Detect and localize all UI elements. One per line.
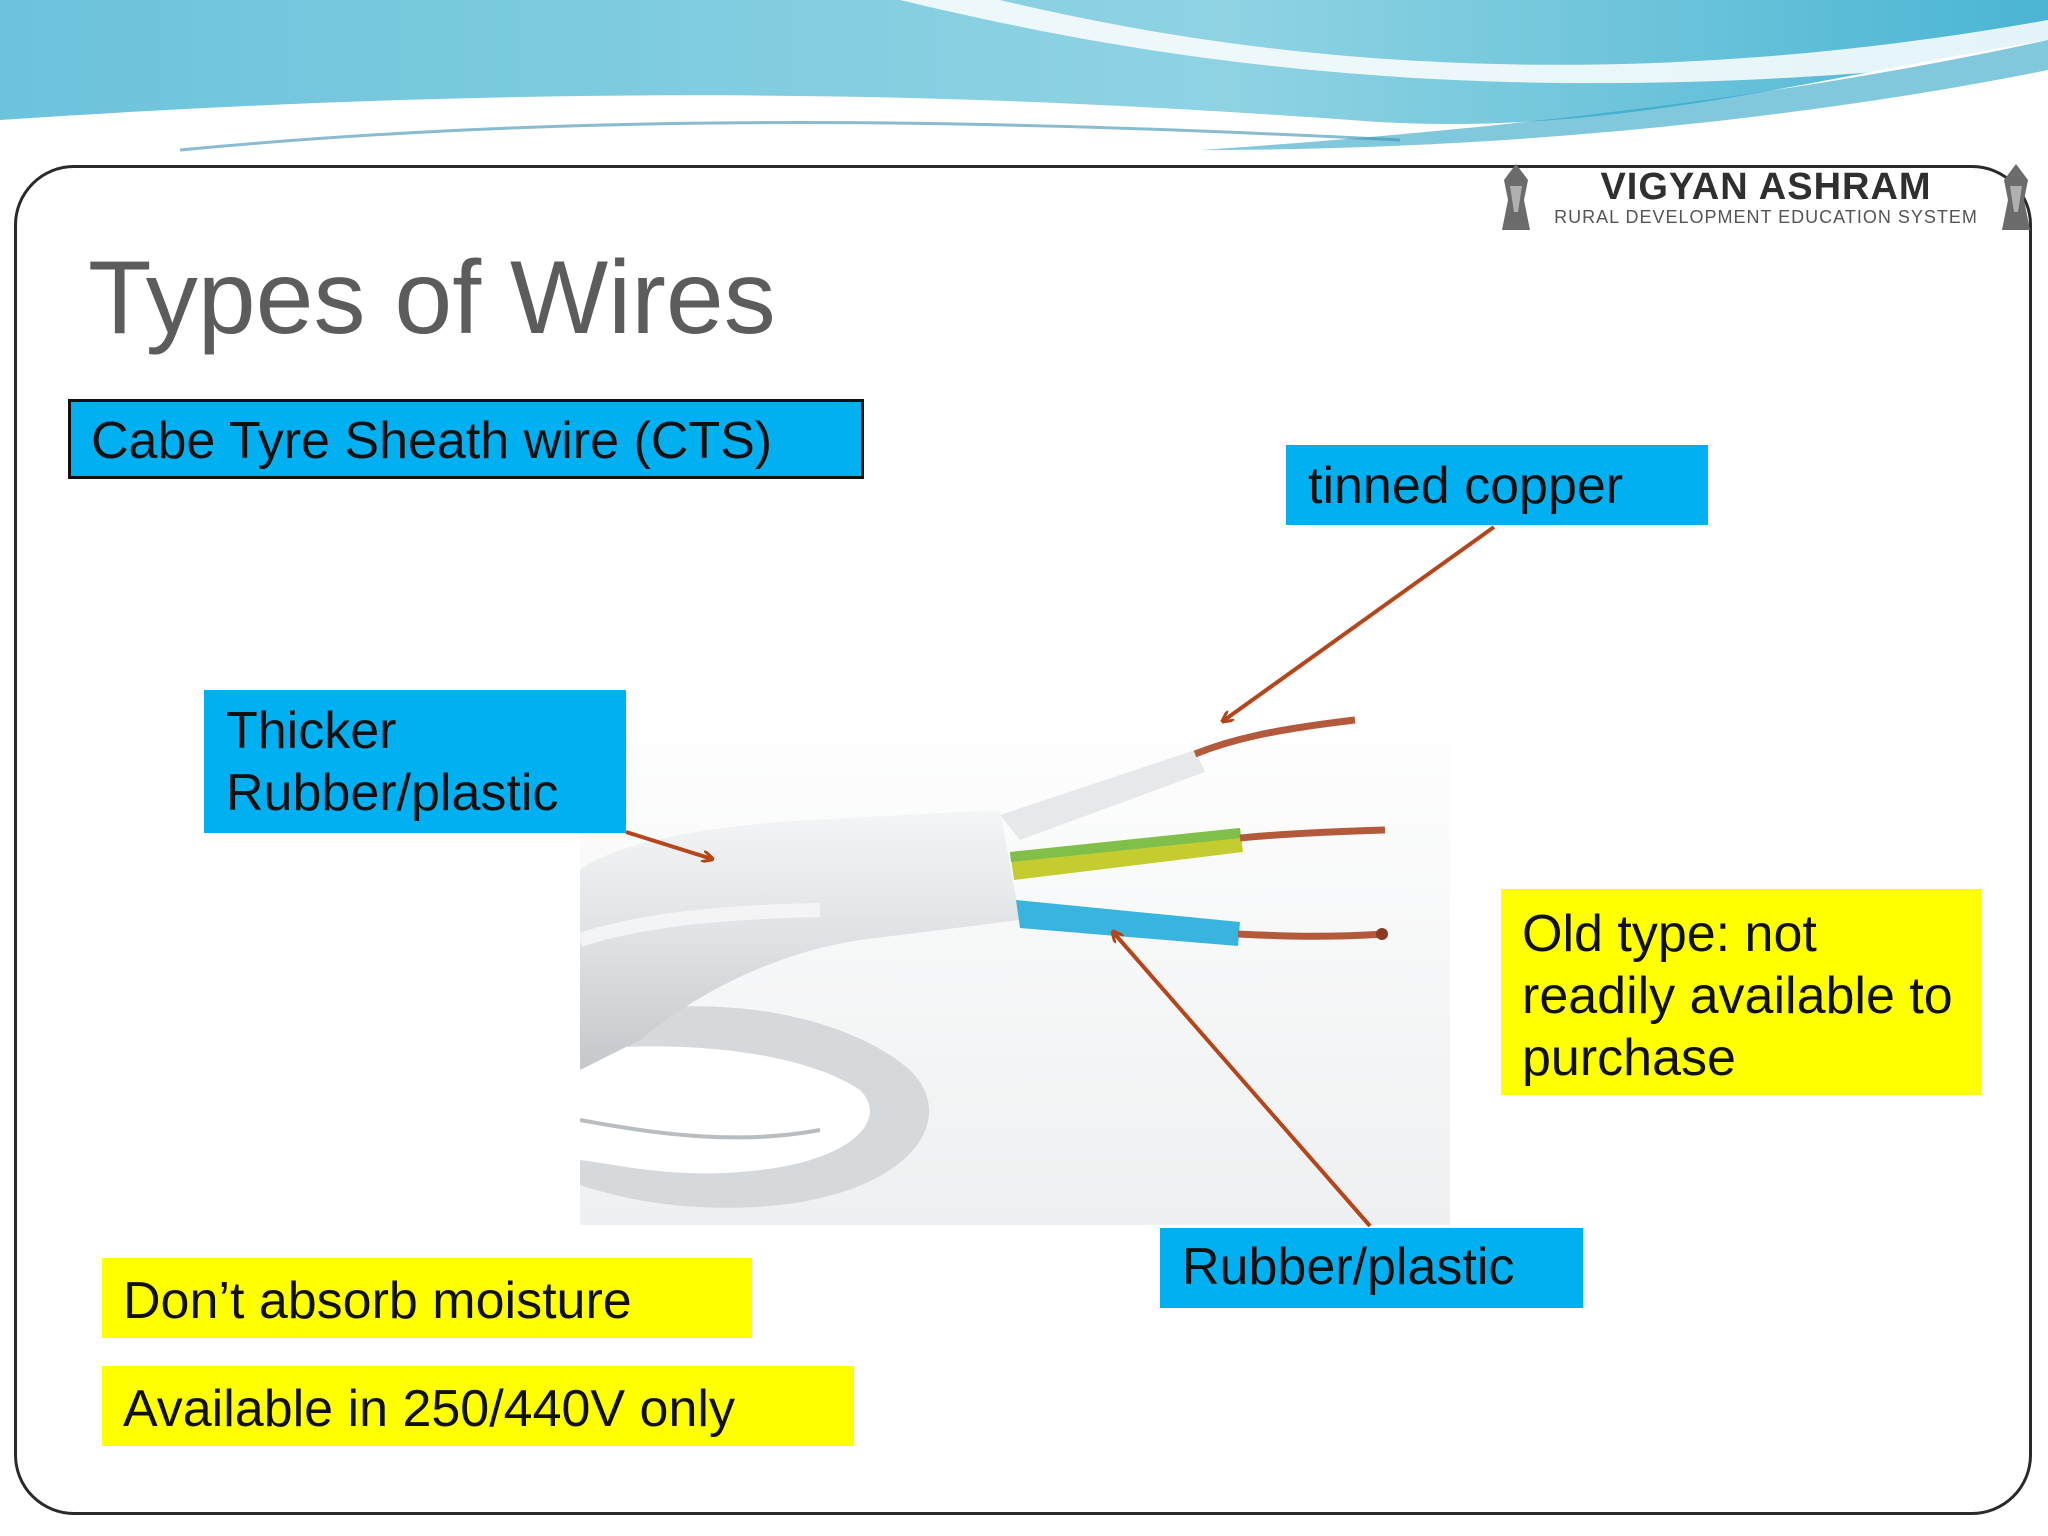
rubber-plastic-label: Rubber/plastic [1160, 1228, 1583, 1308]
tinned-copper-label: tinned copper [1286, 445, 1708, 525]
header-wave-graphic [0, 0, 2048, 152]
emblem-icon [2002, 164, 2030, 230]
vigyan-ashram-logo: VIGYAN ASHRAM RURAL DEVELOPMENT EDUCATIO… [1496, 152, 2036, 242]
logo-title: VIGYAN ASHRAM [1600, 166, 1932, 208]
cts-label: Cabe Tyre Sheath wire (CTS) [68, 399, 864, 479]
cable-photo [580, 690, 1450, 1225]
emblem-icon [1502, 164, 1530, 230]
voltage-note: Available in 250/440V only [102, 1366, 854, 1446]
moisture-note: Don’t absorb moisture [102, 1258, 752, 1338]
thicker-rubber-plastic-label: Thicker Rubber/plastic [204, 690, 626, 833]
logo-subtitle: RURAL DEVELOPMENT EDUCATION SYSTEM [1554, 207, 1978, 227]
page-title: Types of Wires [88, 240, 776, 356]
old-type-note: Old type: not readily available to purch… [1501, 889, 1981, 1095]
